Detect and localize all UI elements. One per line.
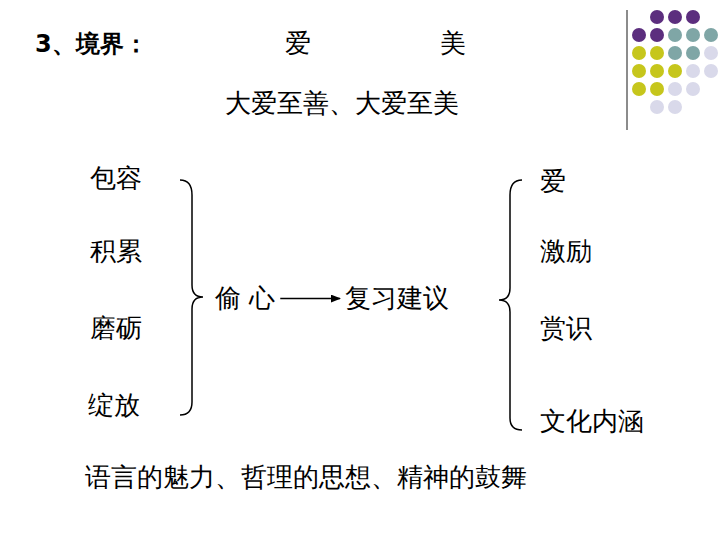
dot: [668, 46, 682, 60]
divider-line: [626, 10, 628, 130]
text-label: 绽放: [88, 390, 140, 421]
dot: [686, 64, 700, 78]
dot: [668, 82, 682, 96]
dot: [686, 28, 700, 42]
text-label: 大爱至善、大爱至美: [225, 88, 459, 119]
text-label: 赏识: [540, 313, 592, 344]
text-node: 偷 心: [212, 283, 278, 314]
dot: [668, 100, 682, 114]
text-label: 语言的魅力、哲理的思想、精神的鼓舞: [85, 462, 527, 493]
dot-grid: [632, 10, 718, 114]
dot: [650, 100, 664, 114]
right-brace: [499, 180, 522, 430]
dot: [704, 28, 718, 42]
dot: [632, 82, 646, 96]
text-label: 美: [440, 28, 466, 59]
dot: [632, 28, 646, 42]
dot: [668, 28, 682, 42]
dot: [650, 64, 664, 78]
node-text: 复习建议: [345, 283, 449, 314]
dot: [650, 82, 664, 96]
text-label: 包容: [90, 163, 142, 194]
dot: [704, 46, 718, 60]
slide-title: 3、境界：: [35, 30, 148, 59]
dot: [632, 46, 646, 60]
dot: [650, 10, 664, 24]
dot: [686, 46, 700, 60]
dot: [704, 64, 718, 78]
dot: [650, 46, 664, 60]
text-label: 磨砺: [90, 313, 142, 344]
left-brace: [180, 180, 203, 415]
text-label: 积累: [90, 236, 142, 267]
dot: [632, 64, 646, 78]
dot: [668, 10, 682, 24]
dot: [686, 10, 700, 24]
text-label: 文化内涵: [540, 406, 644, 437]
text-label: 爱: [540, 166, 566, 197]
dot: [668, 64, 682, 78]
text-node: 复习建议: [342, 283, 452, 314]
dot: [650, 28, 664, 42]
text-label: 激励: [540, 236, 592, 267]
node-text: 偷 心: [215, 283, 275, 314]
dot: [686, 82, 700, 96]
text-label: 爱: [285, 28, 311, 59]
arrow-connector: [280, 298, 340, 300]
